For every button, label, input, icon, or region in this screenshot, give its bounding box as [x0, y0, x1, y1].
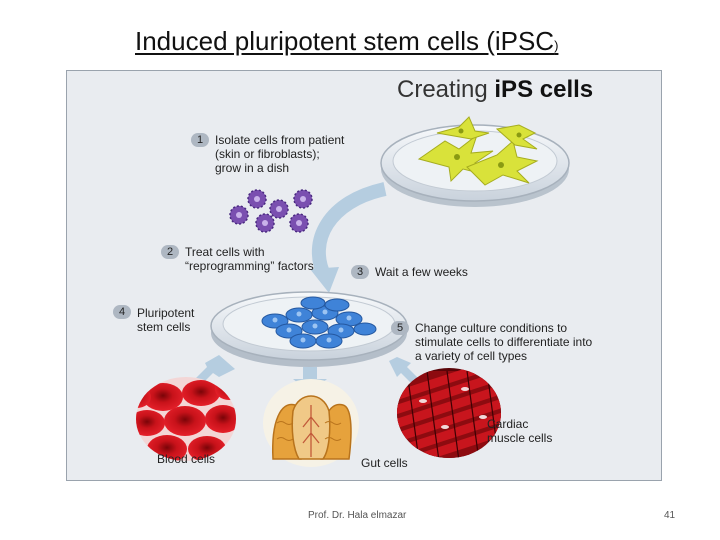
step-2-badge: 2	[161, 245, 179, 259]
gut-cells-label: Gut cells	[361, 456, 408, 470]
blood-cells-label: Blood cells	[157, 452, 216, 466]
slide-title-close: )	[554, 38, 559, 53]
blood-cells-image	[136, 377, 236, 461]
stem-cell-dish	[210, 291, 408, 367]
step-4-text: Pluripotent stem cells	[137, 306, 195, 334]
arrow-to-step4	[310, 182, 387, 293]
step-3-text: Wait a few weeks	[375, 265, 468, 279]
footer-author: Prof. Dr. Hala elmazar	[308, 510, 407, 521]
step-3-badge: 3	[351, 265, 369, 279]
step-4-badge: 4	[113, 305, 131, 319]
step-5-badge: 5	[391, 321, 409, 335]
figure-heading-bold: iPS cells	[494, 76, 594, 103]
step-1-badge: 1	[191, 133, 209, 147]
page-number: 41	[664, 510, 676, 521]
figure-heading: Creating iPS cells	[397, 76, 593, 104]
step-2-text: Treat cells with “reprogramming” factors	[185, 245, 314, 273]
cardiac-muscle-cells-label: Cardiac muscle cells	[487, 417, 553, 445]
slide-title-text: Induced pluripotent stem cells (iPSC	[135, 26, 555, 56]
slide-title: Induced pluripotent stem cells (iPSC)	[135, 26, 558, 57]
figure-heading-light: Creating	[397, 76, 488, 103]
step-5-text: Change culture conditions to stimulate c…	[415, 321, 593, 363]
reprogramming-factor-particles	[229, 189, 313, 233]
step-1-text: Isolate cells from patient (skin or fibr…	[215, 133, 345, 175]
ips-illustration	[136, 116, 570, 467]
fibroblast-dish	[380, 116, 570, 207]
gut-cells-image	[263, 379, 359, 467]
ips-figure: Creating iPS cells 1 Isolate cells from …	[66, 70, 662, 481]
